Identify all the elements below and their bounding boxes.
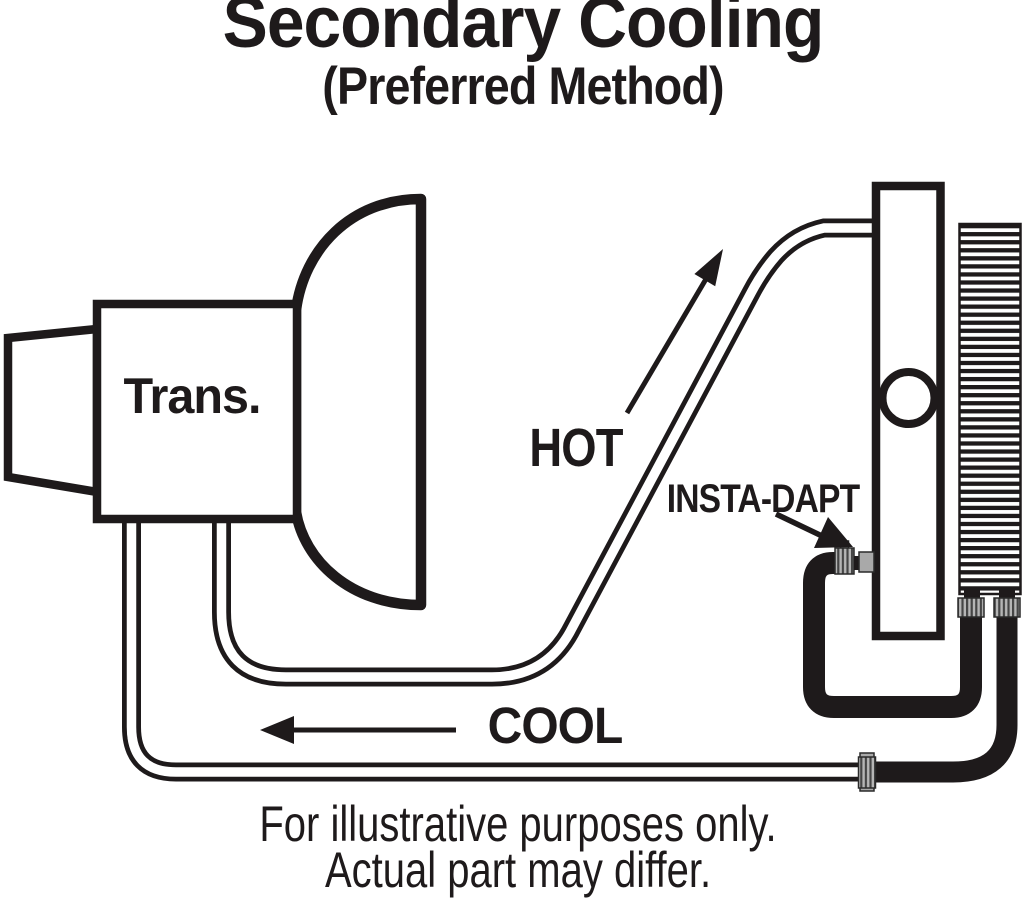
hot-flow-arrow [624, 249, 723, 415]
transmission-label: Trans. [123, 368, 261, 424]
radiator [871, 181, 945, 641]
hot-supply-tube [212, 218, 874, 687]
cool-line-label: COOL [487, 697, 624, 754]
flow-arrows [260, 249, 853, 744]
page-title: Secondary Cooling [222, 0, 825, 63]
hot-line-label: HOT [529, 418, 623, 478]
tail-housing [3, 324, 102, 498]
cooler-left-clamp [957, 597, 985, 618]
caption-line-1: For illustrative purposes only. [259, 796, 777, 852]
cool-line-clamp [857, 752, 877, 792]
finned-cooler [958, 222, 1022, 602]
cooler-right-clamp [993, 597, 1021, 618]
fittings [834, 540, 1021, 792]
adapter-label: INSTA-DAPT [666, 477, 860, 521]
bell-housing [290, 193, 427, 611]
cool-return-tube [122, 520, 868, 782]
cooler-hoses [803, 552, 1018, 783]
cooler-return-hose [866, 606, 1018, 783]
adapter-pointer-arrow [774, 511, 853, 548]
radiator-port-circle [878, 368, 939, 428]
cool-flow-arrow [260, 716, 456, 744]
fitting-connector [854, 556, 860, 570]
transmission-body [92, 299, 302, 524]
adapter-body [858, 551, 875, 573]
page-subtitle: (Preferred Method) [322, 57, 724, 116]
hose-clamp [834, 547, 855, 575]
transmission [3, 193, 427, 611]
caption-line-2: Actual part may differ. [324, 842, 712, 898]
radiator-to-cooler-hose [803, 552, 982, 718]
cooler-core [958, 222, 1022, 596]
